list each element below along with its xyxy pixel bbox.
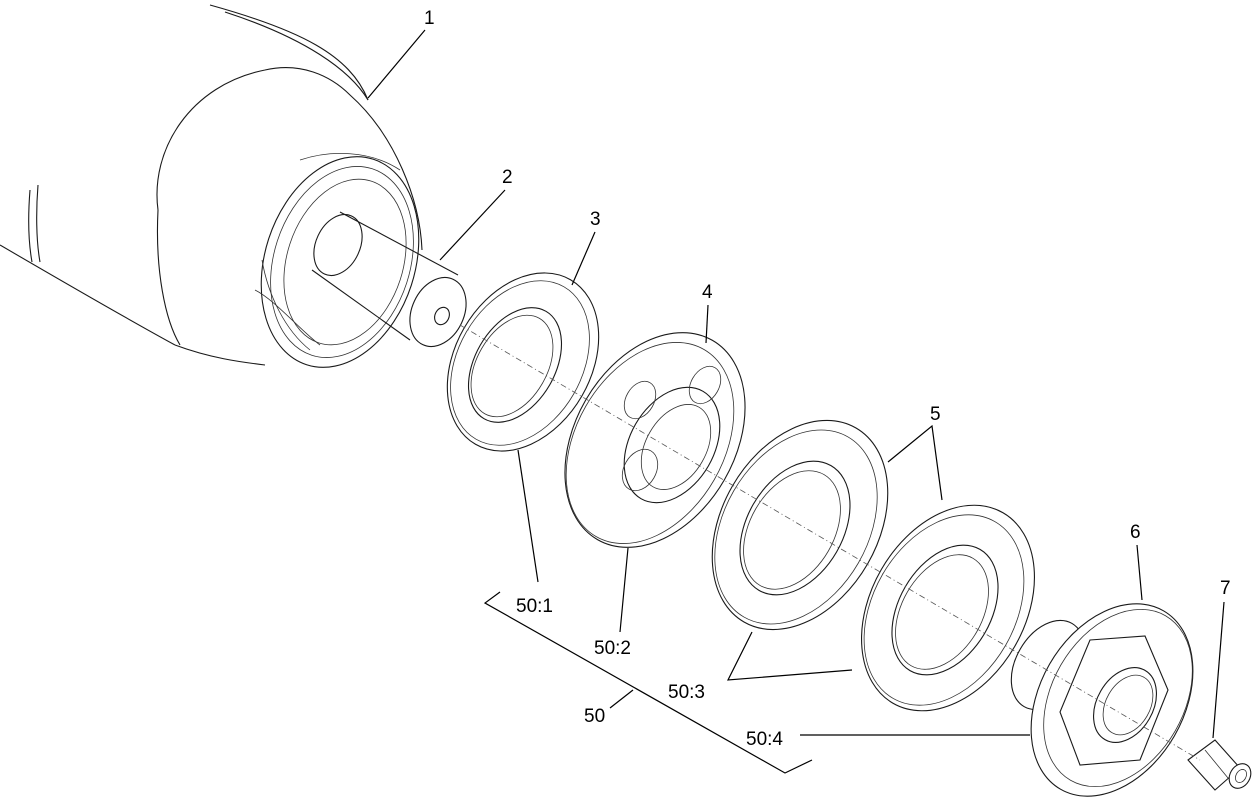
callout-50-3: 50:3 xyxy=(668,682,705,703)
roller-housing xyxy=(0,4,423,368)
callouts: 1 2 3 4 5 6 7 50:1 50:2 50:3 50:4 50 xyxy=(424,8,1231,750)
callout-1: 1 xyxy=(424,8,435,29)
shaft xyxy=(311,211,467,347)
callout-50-2: 50:2 xyxy=(594,638,631,659)
callout-4: 4 xyxy=(702,282,713,303)
callout-50-1: 50:1 xyxy=(516,596,553,617)
centerline xyxy=(459,324,1201,761)
callout-6: 6 xyxy=(1130,522,1141,543)
callout-3: 3 xyxy=(590,209,601,230)
seal-3 xyxy=(446,272,600,452)
leader-lines xyxy=(367,29,1225,774)
grease-fitting-7 xyxy=(1187,739,1252,791)
callout-2: 2 xyxy=(502,167,513,188)
flange-nut-6 xyxy=(1030,603,1194,797)
callout-7: 7 xyxy=(1220,578,1231,599)
callout-50: 50 xyxy=(584,706,605,727)
callout-5: 5 xyxy=(930,404,941,425)
callout-50-4: 50:4 xyxy=(746,729,783,750)
